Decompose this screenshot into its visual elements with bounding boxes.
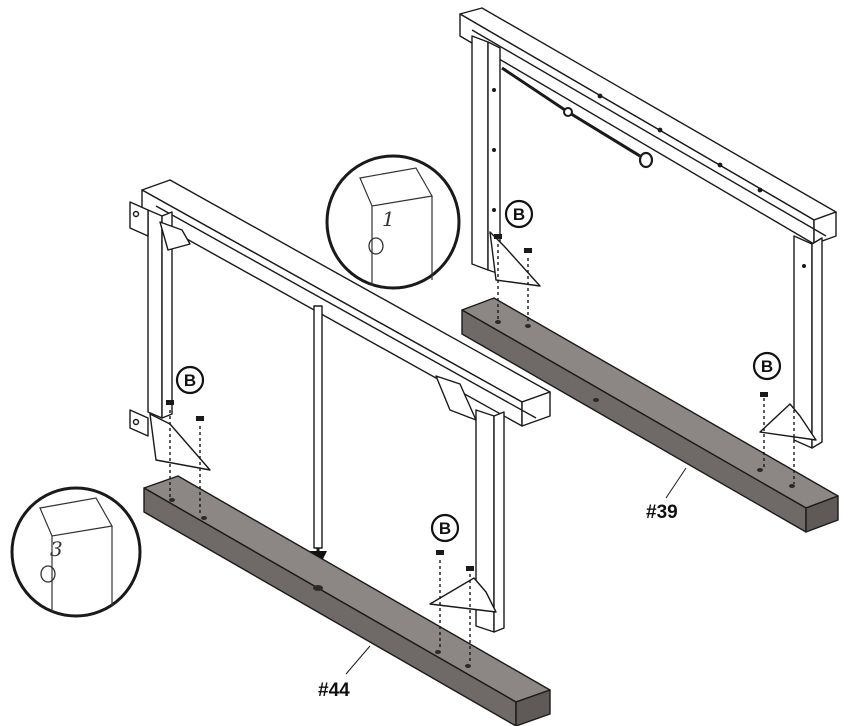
svg-text:B: B bbox=[513, 205, 525, 224]
svg-text:B: B bbox=[184, 371, 196, 390]
callout-b-right-top: B bbox=[504, 199, 534, 229]
callout-b-right-bottom: B bbox=[752, 351, 782, 381]
left-bracket-bottom-left bbox=[149, 413, 211, 471]
svg-text:B: B bbox=[761, 357, 773, 376]
base-beam-39-end bbox=[805, 495, 839, 533]
left-bracket-bottom-right bbox=[429, 577, 497, 613]
part-44-label: #44 bbox=[318, 680, 350, 701]
center-rod bbox=[313, 305, 323, 549]
left-left-post bbox=[147, 209, 163, 419]
label-part-44: #44 bbox=[318, 645, 371, 701]
left-bracket-top bbox=[159, 221, 191, 251]
right-bracket-right bbox=[759, 403, 817, 441]
right-top-beam-end bbox=[813, 211, 837, 245]
base-beam-44-end bbox=[515, 689, 551, 726]
left-top-beam-end bbox=[521, 391, 551, 427]
left-frame-assembly bbox=[129, 179, 551, 726]
zoom-detail-1: 1 bbox=[325, 154, 461, 290]
right-top-beam-front bbox=[459, 7, 837, 221]
zoom-detail-3: 3 bbox=[10, 486, 142, 618]
base-beam-44-side bbox=[143, 487, 517, 726]
left-bracket-mid bbox=[435, 375, 477, 421]
left-post-flange-top bbox=[129, 201, 149, 237]
zoom-detail-1-number: 1 bbox=[382, 207, 395, 231]
right-frame-assembly bbox=[459, 7, 839, 533]
callout-b-left: B bbox=[175, 365, 205, 395]
label-part-39: #39 bbox=[646, 467, 687, 523]
svg-text:B: B bbox=[439, 519, 451, 538]
zoom-detail-3-number: 3 bbox=[50, 537, 63, 561]
callout-b-left-bottom: B bbox=[430, 513, 460, 543]
right-left-post bbox=[471, 35, 489, 271]
part-39-label: #39 bbox=[646, 502, 678, 523]
